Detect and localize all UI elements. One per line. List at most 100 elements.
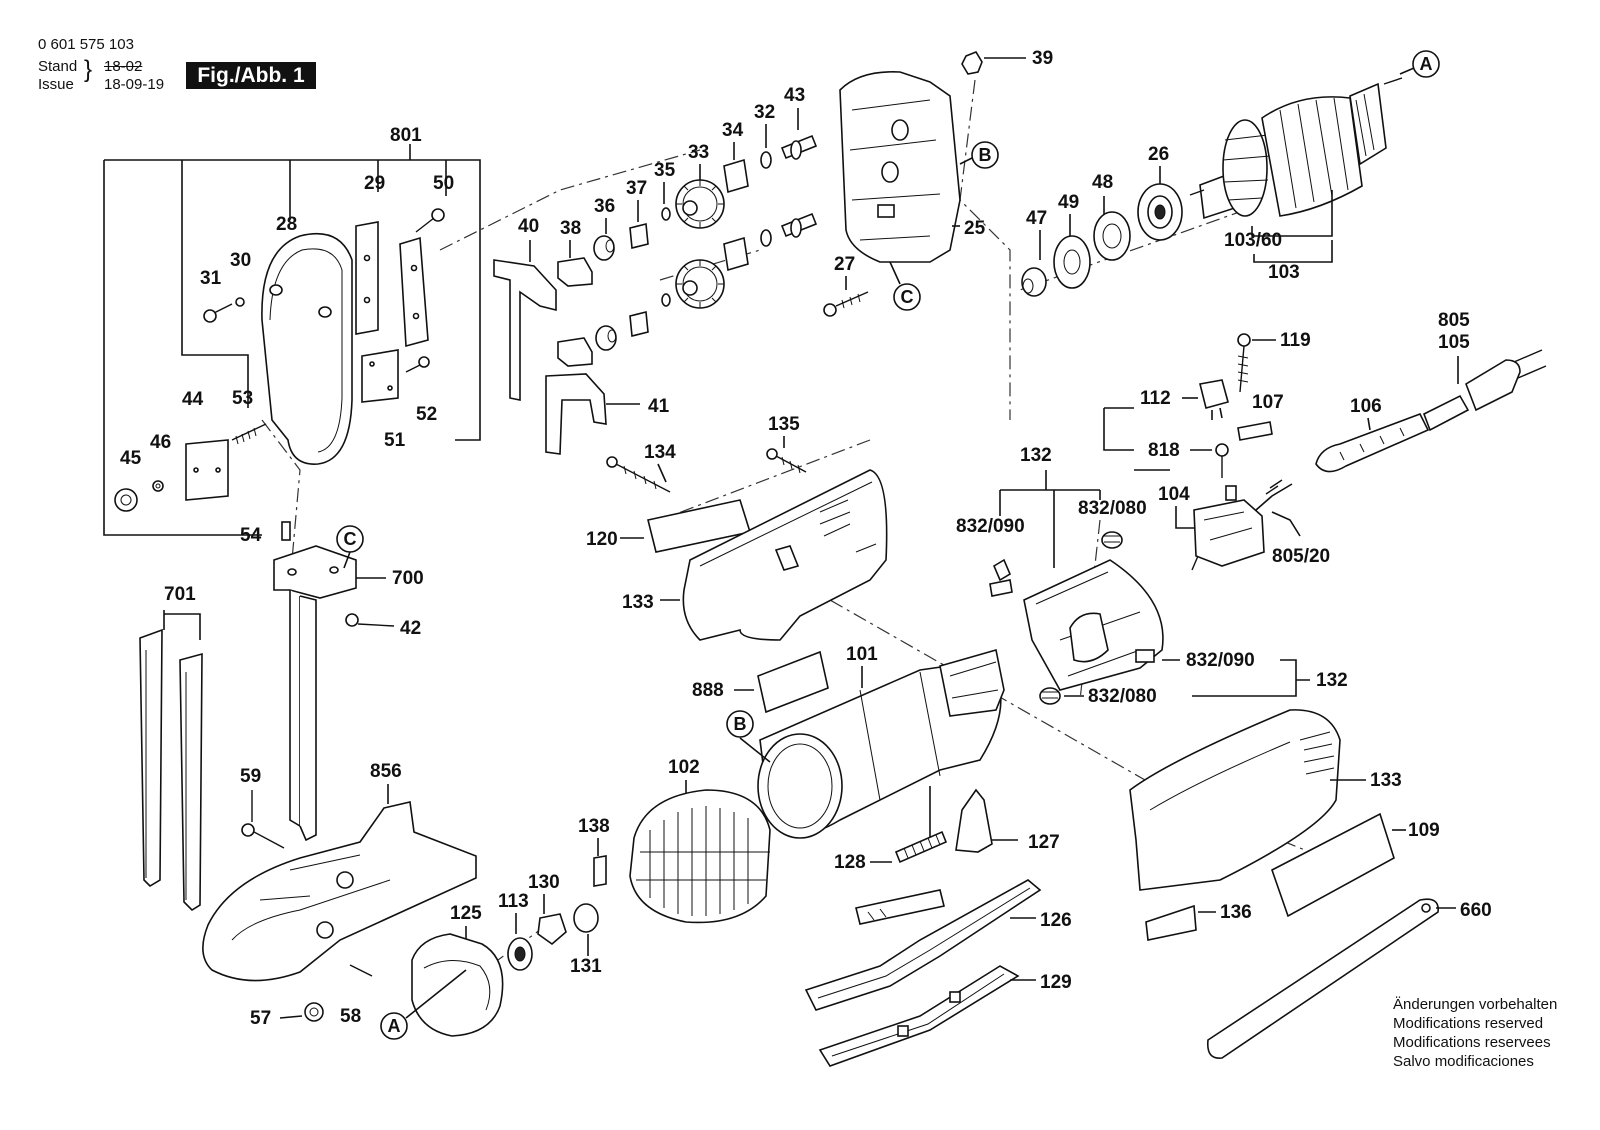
callout-a-bottom-label: A xyxy=(388,1016,401,1036)
plate-51 xyxy=(361,349,399,403)
slider-38: 38 xyxy=(557,218,593,367)
notice-line-en: Modifications reserved xyxy=(1393,1015,1544,1032)
brush-holder-ring xyxy=(1023,559,1164,691)
part-label-41: 41 xyxy=(648,396,670,417)
plate-44 xyxy=(185,439,229,501)
blade-holder-700: 700 xyxy=(273,545,424,842)
part-label-45: 45 xyxy=(120,448,142,469)
field-coil-102: 102 xyxy=(629,757,771,924)
part-label-33: 33 xyxy=(688,142,709,163)
part-label-133-lower: 133 xyxy=(1370,770,1402,791)
blade-guard-cover-28 xyxy=(261,232,353,465)
washer-48: 48 xyxy=(1092,172,1131,261)
motor-housing-101: 101 xyxy=(757,644,1005,840)
part-label-35: 35 xyxy=(654,160,676,181)
callout-b-top-label: B xyxy=(979,145,992,165)
washer-32: 32 xyxy=(754,102,775,247)
callout-b-top: B xyxy=(959,141,999,169)
brush-spring-832-080-top xyxy=(1101,531,1123,549)
screw-52 xyxy=(405,356,430,373)
part-label-43: 43 xyxy=(784,85,805,106)
part-label-128: 128 xyxy=(834,852,866,873)
part-label-109: 109 xyxy=(1408,820,1440,841)
part-label-46: 46 xyxy=(150,432,171,453)
group-801-bracket: 801 29 50 28 31 30 44 53 52 51 46 45 54 xyxy=(103,125,481,546)
slider-127: 127 xyxy=(955,788,1060,853)
part-label-37: 37 xyxy=(626,178,647,199)
part-label-138: 138 xyxy=(578,816,610,837)
wrench-660: 660 xyxy=(1206,898,1492,1059)
plate-29 xyxy=(355,221,379,335)
part-label-832-080-bottom: 832/080 xyxy=(1088,686,1157,707)
label-109: 109 xyxy=(1271,812,1440,918)
part-label-805: 805 xyxy=(1438,310,1470,331)
bearing-26: 26 xyxy=(1137,144,1183,241)
callout-b-mid: B xyxy=(726,710,771,763)
washer-35: 35 xyxy=(654,160,676,307)
screw-59: 59 xyxy=(240,766,285,849)
part-label-103-60: 103/60 xyxy=(1224,230,1282,251)
end-cap-125: 125 xyxy=(411,903,504,1037)
part-label-49: 49 xyxy=(1058,192,1079,213)
part-label-39: 39 xyxy=(1032,48,1053,69)
part-label-42: 42 xyxy=(400,618,421,639)
housing-half-133-lower: 133 xyxy=(1129,709,1402,891)
part-label-31: 31 xyxy=(200,268,222,289)
slide-plate-126-top xyxy=(855,889,945,925)
housing-half-133-upper: 133 xyxy=(622,469,888,641)
doc-number: 0 601 575 103 xyxy=(38,36,134,53)
part-label-29: 29 xyxy=(364,173,385,194)
disc-49: 49 xyxy=(1053,192,1091,289)
bracket-40: 40 xyxy=(493,216,557,401)
screw-818: 818 xyxy=(1148,440,1229,478)
bushing-47: 47 xyxy=(1021,208,1047,297)
callout-a-top: A xyxy=(1399,50,1440,78)
screw-135: 135 xyxy=(766,414,807,474)
part-label-57: 57 xyxy=(250,1008,271,1029)
callout-c-top: C xyxy=(889,261,921,311)
brace-glyph: } xyxy=(84,56,93,83)
clip-138: 138 xyxy=(578,816,610,887)
pin-58-screw-57: 58 57 xyxy=(250,964,373,1029)
part-label-127: 127 xyxy=(1028,832,1060,853)
bushing-36: 36 xyxy=(593,196,617,351)
screw-119: 119 xyxy=(1237,330,1311,393)
part-label-44: 44 xyxy=(182,389,204,410)
stand-label: Stand xyxy=(38,58,78,75)
part-label-126: 126 xyxy=(1040,910,1072,931)
spring-128: 128 xyxy=(834,830,948,873)
plate-50 xyxy=(399,236,429,348)
old-date: 18-02 xyxy=(104,58,143,75)
part-label-40: 40 xyxy=(518,216,539,237)
part-label-58: 58 xyxy=(340,1006,361,1027)
part-label-805-20: 805/20 xyxy=(1272,546,1330,567)
part-label-101: 101 xyxy=(846,644,878,665)
part-label-32: 32 xyxy=(754,102,775,123)
part-label-136: 136 xyxy=(1220,902,1252,923)
part-label-36: 36 xyxy=(594,196,615,217)
slide-rail-126: 126 xyxy=(804,879,1072,1011)
part-label-34: 34 xyxy=(722,120,744,141)
armature-103: 103/60 103 xyxy=(1189,77,1403,283)
nut-39: 39 xyxy=(961,48,1053,75)
part-label-26: 26 xyxy=(1148,144,1169,165)
part-label-130: 130 xyxy=(528,872,560,893)
part-label-102: 102 xyxy=(668,757,700,778)
part-label-30: 30 xyxy=(230,250,251,271)
base-plate-856: 856 xyxy=(202,761,477,982)
switch-104 xyxy=(1191,485,1265,571)
pin-54 xyxy=(281,521,291,541)
bracket-41: 41 xyxy=(545,373,670,455)
pinion-34: 34 xyxy=(722,120,749,272)
bearing-113: 113 xyxy=(498,891,533,971)
part-label-59: 59 xyxy=(240,766,261,787)
part-label-104: 104 xyxy=(1158,484,1190,505)
part-label-28: 28 xyxy=(276,214,297,235)
part-label-888: 888 xyxy=(692,680,724,701)
part-label-103: 103 xyxy=(1268,262,1300,283)
part-label-856: 856 xyxy=(370,761,402,782)
brush-group-132-bottom: 832/090 832/080 132 xyxy=(1039,650,1348,707)
brush-832-090-top xyxy=(989,558,1013,597)
